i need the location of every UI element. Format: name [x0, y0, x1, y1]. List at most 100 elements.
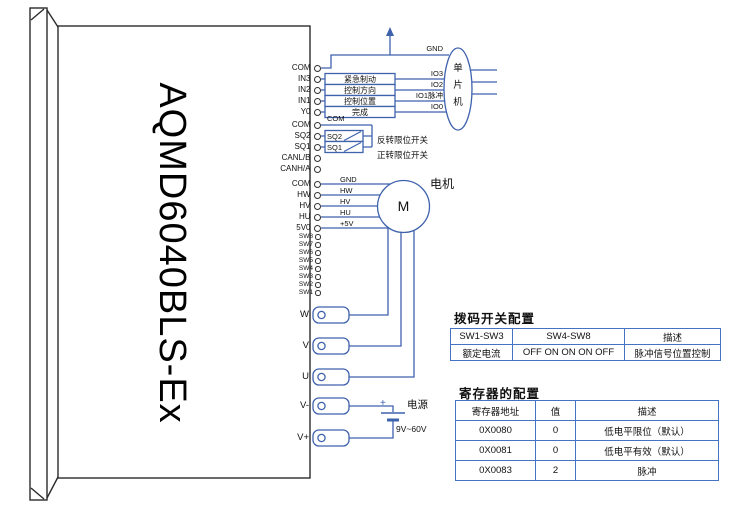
table-row: 0X0083 2 脉冲 [455, 460, 719, 481]
mcu-ellipse [443, 47, 473, 131]
component-shapes [312, 47, 473, 447]
pin-label: SQ2 [294, 131, 311, 140]
power-supply-label: 电源 [407, 399, 428, 411]
battery-symbol [381, 412, 405, 422]
terminal-label-vplus: V+ [297, 432, 309, 443]
motor-wire-label: HV [340, 197, 351, 206]
pin-group-dip: SW8 SW7 SW6 SW5 SW4 [299, 233, 321, 297]
pin-circle-icon [315, 274, 321, 280]
pin-circle-icon [313, 224, 321, 232]
pin-circle-icon [315, 290, 321, 296]
pin-circle-icon [315, 266, 321, 272]
motor-wire-label: HU [340, 208, 351, 217]
table-row: 0X0081 0 低电平有效（默认） [455, 440, 719, 461]
arrow-up-icon [386, 27, 394, 36]
header-cell: SW4-SW8 [512, 328, 625, 345]
pin-circle-icon [313, 75, 321, 83]
pin-row: COM [292, 179, 321, 190]
pin-row: SQ2 [280, 131, 321, 142]
pin-row: SW3 [299, 273, 321, 281]
power-voltage-range: 9V~60V [396, 424, 427, 434]
pin-circle-icon [313, 108, 321, 116]
pin-row: IN2 [292, 85, 321, 96]
cell: 0 [535, 440, 576, 461]
pin-label: SQ1 [294, 142, 311, 151]
pin-label: SW4 [298, 264, 313, 272]
pin-label: HV [299, 201, 311, 210]
signal-input-row-label: 完成 [352, 107, 368, 117]
pin-row: COM [292, 63, 321, 74]
mcu-label: 单 片 机 [450, 60, 466, 111]
pin-circle-icon [313, 154, 321, 162]
header-cell: 值 [535, 400, 576, 421]
pin-circle-icon [313, 86, 321, 94]
pin-circle-icon [315, 258, 321, 264]
dip-switch-table: SW1-SW3 SW4-SW8 描述 额定电流 OFF ON ON ON OFF… [450, 328, 721, 361]
cell: 额定电流 [450, 344, 513, 361]
pin-circle-icon [313, 180, 321, 188]
cell: OFF ON ON ON OFF [512, 344, 625, 361]
pin-label: HW [297, 190, 311, 199]
pin-label: CANL/B [281, 153, 311, 162]
pin-circle-icon [315, 234, 321, 240]
register-table-title: 寄存器的配置 [459, 387, 541, 401]
cell: 0X0081 [455, 440, 536, 461]
forward-limit-label: 正转限位开关 [377, 150, 429, 160]
pin-circle-icon [313, 143, 321, 151]
pin-group-inputs: COM IN3 IN2 IN1 Y0 [292, 63, 321, 118]
pin-label: COM [291, 120, 311, 129]
terminal-symbols [312, 306, 350, 447]
header-cell: 寄存器地址 [455, 400, 536, 421]
table-header-row: 寄存器地址 值 描述 [455, 400, 719, 421]
pin-circle-icon [313, 64, 321, 72]
pin-label: Y0 [300, 107, 311, 116]
pin-row: IN1 [292, 96, 321, 107]
pin-circle-icon [315, 242, 321, 248]
pin-label: 5V0 [296, 223, 311, 232]
limit-switch-boxes [324, 129, 364, 154]
motor-label: 电机 [430, 177, 455, 191]
signal-input-row-label: 控制位置 [344, 96, 376, 106]
sq1-switch-label: SQ1 [327, 143, 343, 152]
pin-circle-icon [313, 121, 321, 129]
pin-label: SW3 [298, 272, 313, 280]
pin-circle-icon [313, 132, 321, 140]
pin-row: SW6 [299, 249, 321, 257]
header-cell: 描述 [624, 328, 721, 345]
pin-circle-icon [313, 213, 321, 221]
pin-row: IN3 [292, 74, 321, 85]
pin-label: SW7 [298, 240, 313, 248]
header-cell: SW1-SW3 [450, 328, 513, 345]
pin-label: SW6 [298, 248, 313, 256]
pin-row: HW [292, 190, 321, 201]
pin-label: IN3 [298, 74, 311, 83]
sq2-switch-label: SQ2 [327, 132, 343, 141]
mcu-pin-gnd: GND [426, 44, 443, 53]
table-row: 额定电流 OFF ON ON ON OFF 脉冲信号位置控制 [450, 344, 721, 361]
terminal-label-u: U [302, 371, 309, 382]
signal-input-row-label: 控制方向 [344, 85, 376, 95]
pin-circle-icon [313, 97, 321, 105]
table-header-row: SW1-SW3 SW4-SW8 描述 [450, 328, 721, 345]
motor-symbol: M [397, 198, 410, 214]
pin-label: HU [298, 212, 311, 221]
pin-label: SW1 [298, 288, 313, 296]
pin-row: SW7 [299, 241, 321, 249]
com-wire-label: COM [327, 114, 345, 123]
mcu-label-char: 单 [453, 63, 463, 74]
pin-row: HV [292, 201, 321, 212]
pin-circle-icon [315, 250, 321, 256]
motor-wire-label: +5V [340, 219, 354, 228]
pin-label: COM [291, 63, 311, 72]
cell: 脉冲信号位置控制 [624, 344, 721, 361]
cell: 0X0080 [455, 420, 536, 441]
pin-label: SW5 [298, 256, 313, 264]
register-table: 寄存器地址 值 描述 0X0080 0 低电平限位（默认） 0X0081 0 低… [455, 400, 719, 481]
cell: 低电平有效（默认） [575, 440, 719, 461]
pin-circle-icon [313, 191, 321, 199]
motor-wire-label: GND [340, 175, 357, 184]
pin-row: COM [280, 120, 321, 131]
pin-row: SW4 [299, 265, 321, 273]
pin-group-hall: COM HW HV HU 5V0 [292, 179, 321, 234]
